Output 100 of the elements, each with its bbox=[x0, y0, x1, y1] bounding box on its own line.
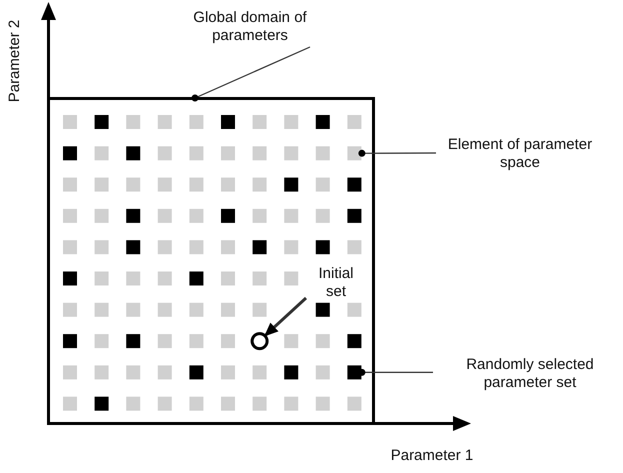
selected-square bbox=[284, 178, 298, 192]
grid-square bbox=[347, 302, 362, 317]
selected-square bbox=[347, 334, 362, 348]
leader-line bbox=[358, 150, 436, 157]
grid-square bbox=[221, 146, 235, 160]
grid-square bbox=[63, 240, 77, 254]
selected-square bbox=[189, 272, 204, 286]
leader-line bbox=[192, 46, 310, 102]
grid-square bbox=[126, 115, 140, 129]
grid-square bbox=[189, 334, 204, 348]
grid-square bbox=[252, 146, 267, 160]
grid-square bbox=[284, 115, 298, 129]
grid-square bbox=[284, 240, 298, 254]
grid-square bbox=[94, 146, 109, 160]
grid-square bbox=[94, 302, 109, 317]
grid-square bbox=[63, 115, 77, 129]
selected-square bbox=[126, 240, 140, 254]
grid-square bbox=[252, 115, 267, 129]
grid-square bbox=[126, 178, 140, 192]
grid-square bbox=[221, 302, 235, 317]
grid-square bbox=[284, 272, 298, 286]
grid-square bbox=[94, 365, 109, 380]
grid-square bbox=[63, 365, 77, 380]
grid-square bbox=[158, 365, 172, 380]
grid-square bbox=[347, 396, 362, 411]
grid-square bbox=[63, 396, 77, 411]
grid-square bbox=[189, 240, 204, 254]
grid-square bbox=[347, 146, 362, 160]
grid-square bbox=[316, 178, 330, 192]
callout-text: Element of parameter space bbox=[440, 136, 600, 172]
grid-square bbox=[126, 365, 140, 380]
grid-square bbox=[221, 272, 235, 286]
grid-square bbox=[94, 272, 109, 286]
grid-square bbox=[94, 208, 109, 223]
initial-set-circle bbox=[250, 332, 269, 350]
arrow bbox=[264, 296, 308, 336]
grid-square bbox=[126, 272, 140, 286]
grid-square bbox=[284, 396, 298, 411]
grid-square bbox=[221, 396, 235, 411]
grid-square bbox=[316, 334, 330, 348]
grid-square bbox=[252, 272, 267, 286]
grid-square bbox=[347, 240, 362, 254]
grid-square bbox=[252, 396, 267, 411]
selected-square bbox=[252, 240, 267, 254]
selected-square bbox=[126, 208, 140, 223]
axis-label: Parameter 1 bbox=[390, 447, 474, 465]
selected-square bbox=[347, 365, 362, 380]
selected-square bbox=[347, 178, 362, 192]
selected-square bbox=[126, 146, 140, 160]
callout-text: Initial set bbox=[308, 265, 364, 301]
leader-line bbox=[358, 368, 433, 376]
grid-square bbox=[284, 146, 298, 160]
grid-square bbox=[63, 178, 77, 192]
grid-square bbox=[189, 302, 204, 317]
grid-square bbox=[347, 115, 362, 129]
grid-square bbox=[189, 208, 204, 223]
grid-square bbox=[252, 365, 267, 380]
selected-square bbox=[316, 115, 330, 129]
selected-square bbox=[284, 365, 298, 380]
grid-square bbox=[252, 302, 267, 317]
grid-square bbox=[284, 208, 298, 223]
grid-square bbox=[316, 365, 330, 380]
callout-text: Global domain of parameters bbox=[170, 9, 330, 45]
grid-square bbox=[252, 178, 267, 192]
grid-square bbox=[189, 146, 204, 160]
selected-square bbox=[221, 115, 235, 129]
grid-square bbox=[63, 302, 77, 317]
grid-square bbox=[94, 240, 109, 254]
grid-square bbox=[189, 396, 204, 411]
selected-square bbox=[126, 334, 140, 348]
selected-square bbox=[63, 334, 77, 348]
grid-square bbox=[252, 208, 267, 223]
grid-square bbox=[221, 334, 235, 348]
selected-square bbox=[347, 208, 362, 223]
axis-label: Parameter 2 bbox=[6, 18, 24, 104]
grid-square bbox=[63, 208, 77, 223]
callout-text: Randomly selected parameter set bbox=[445, 356, 615, 392]
grid-square bbox=[94, 178, 109, 192]
selected-square bbox=[316, 302, 330, 317]
grid-square bbox=[316, 396, 330, 411]
grid-square bbox=[158, 272, 172, 286]
grid-square bbox=[158, 334, 172, 348]
selected-square bbox=[63, 272, 77, 286]
grid-square bbox=[158, 115, 172, 129]
grid-square bbox=[221, 178, 235, 192]
grid-square bbox=[158, 146, 172, 160]
selected-square bbox=[221, 208, 235, 223]
grid-square bbox=[221, 240, 235, 254]
grid-square bbox=[126, 396, 140, 411]
domain-boundary bbox=[47, 97, 375, 425]
grid-square bbox=[94, 334, 109, 348]
selected-square bbox=[316, 240, 330, 254]
grid-square bbox=[316, 208, 330, 223]
grid-square bbox=[126, 302, 140, 317]
grid-square bbox=[189, 115, 204, 129]
grid-square bbox=[221, 365, 235, 380]
selected-square bbox=[94, 115, 109, 129]
grid-square bbox=[158, 240, 172, 254]
grid-square bbox=[158, 208, 172, 223]
grid-square bbox=[284, 334, 298, 348]
